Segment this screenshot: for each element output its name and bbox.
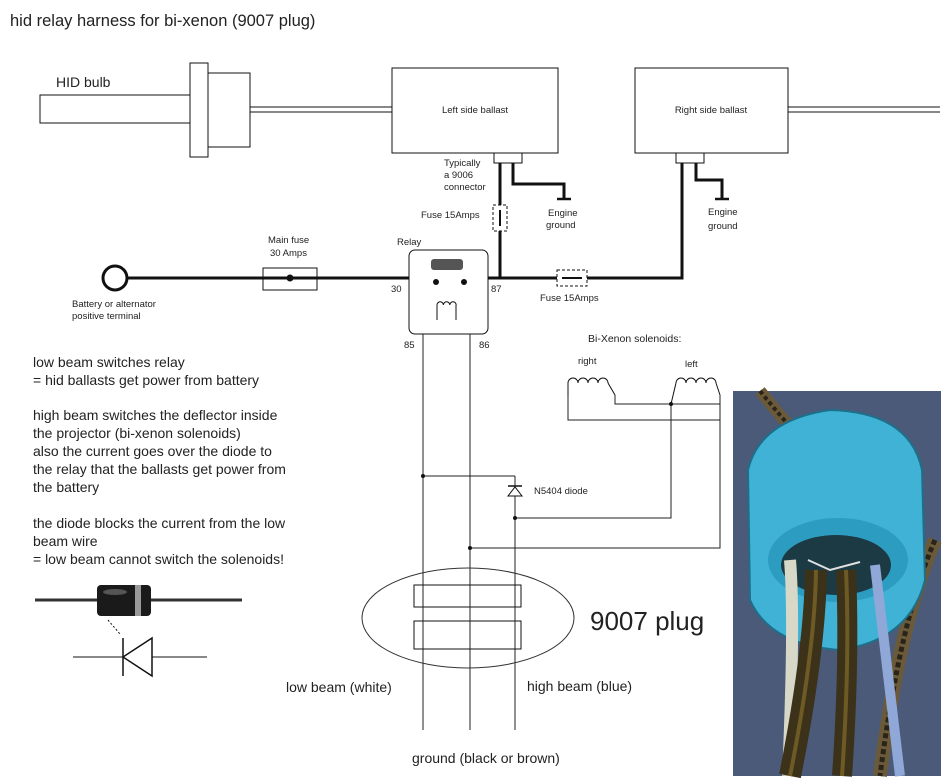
diagram-title: hid relay harness for bi-xenon (9007 plu… bbox=[10, 12, 315, 30]
right-ballast bbox=[634, 67, 940, 164]
engine-ground-left-label: Engine ground bbox=[546, 208, 580, 231]
left-ballast-label: Left side ballast bbox=[442, 105, 508, 116]
pin-86-label: 86 bbox=[479, 340, 490, 351]
battery-label: Battery or alternator positive terminal bbox=[72, 299, 159, 322]
diode-pointer bbox=[107, 619, 121, 635]
relay-label: Relay bbox=[397, 237, 422, 248]
main-fuse bbox=[262, 267, 318, 291]
diode-label: N5404 diode bbox=[534, 486, 588, 497]
hid-bulb-label: HID bulb bbox=[56, 74, 111, 90]
diode-schematic bbox=[73, 636, 207, 678]
solenoid-left-label: left bbox=[685, 359, 698, 370]
ground-label: ground (black or brown) bbox=[412, 750, 560, 766]
connector-note: Typically a 9006 connector bbox=[444, 158, 486, 193]
plug-label: 9007 plug bbox=[590, 606, 704, 636]
junction-dot bbox=[513, 516, 517, 520]
high-beam-label: high beam (blue) bbox=[527, 678, 632, 694]
left-ballast bbox=[391, 67, 559, 164]
hid-bulb bbox=[39, 62, 392, 158]
right-ballast-label: Right side ballast bbox=[675, 105, 748, 116]
connector-photo bbox=[733, 387, 942, 778]
pin-85-label: 85 bbox=[404, 340, 415, 351]
engine-ground-right-label: Engine ground bbox=[708, 207, 740, 232]
junction-dot bbox=[421, 474, 425, 478]
main-fuse-label: Main fuse 30 Amps bbox=[268, 235, 312, 259]
solenoid-left bbox=[670, 377, 721, 405]
fuse-lower-label: Fuse 15Amps bbox=[540, 293, 599, 304]
diode-symbol bbox=[506, 485, 524, 497]
relay bbox=[408, 249, 489, 335]
explanation-notes: low beam switches relay = hid ballasts g… bbox=[33, 354, 290, 567]
signal-wires bbox=[422, 334, 721, 730]
junction-dot bbox=[468, 546, 472, 550]
solenoid-right-label: right bbox=[578, 356, 597, 367]
pin-87-label: 87 bbox=[491, 284, 502, 295]
solenoids-title: Bi-Xenon solenoids: bbox=[588, 333, 681, 345]
fuse-lower bbox=[556, 269, 588, 287]
solenoid-right bbox=[567, 377, 616, 396]
plug-9007 bbox=[361, 567, 575, 669]
fuse-upper bbox=[492, 204, 508, 232]
diode-photo bbox=[35, 585, 242, 616]
pin-30-label: 30 bbox=[391, 284, 402, 295]
low-beam-label: low beam (white) bbox=[286, 679, 392, 695]
battery-terminal bbox=[101, 264, 129, 292]
fuse-upper-label: Fuse 15Amps bbox=[421, 210, 480, 221]
